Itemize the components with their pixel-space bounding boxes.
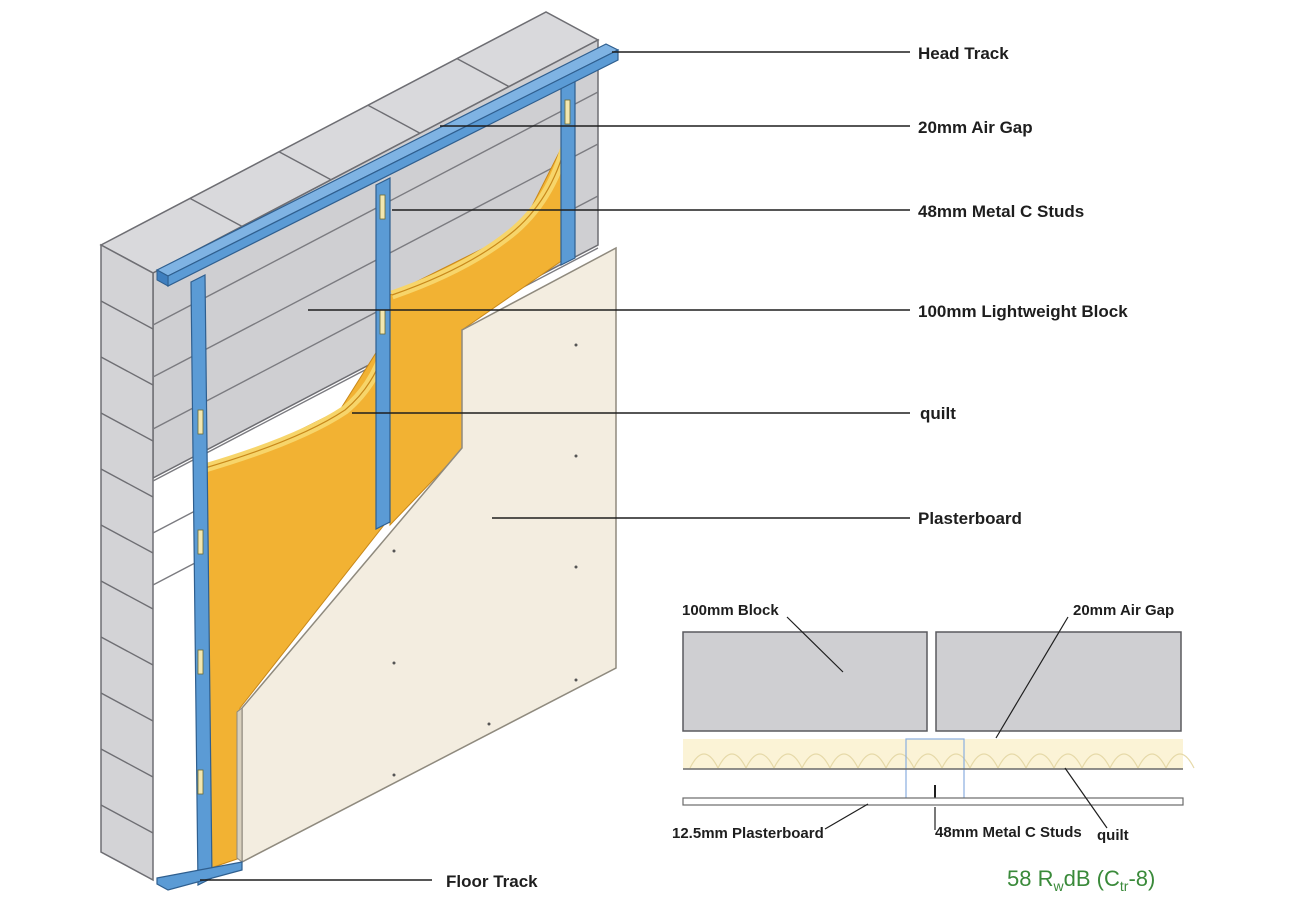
rating-tr: tr bbox=[1120, 878, 1129, 894]
section-label-quilt: quilt bbox=[1097, 827, 1129, 844]
rating-ctr: -8) bbox=[1128, 866, 1155, 891]
label-metal-studs: 48mm Metal C Studs bbox=[918, 202, 1084, 221]
rating-db: dB (C bbox=[1064, 866, 1120, 891]
rating-r: R bbox=[1038, 866, 1054, 891]
label-floor-track: Floor Track bbox=[446, 872, 538, 891]
section-label-studs: 48mm Metal C Studs bbox=[935, 824, 1082, 841]
head-track-lip bbox=[156, 269, 169, 287]
label-head-track: Head Track bbox=[918, 44, 1009, 63]
metal-studs bbox=[190, 77, 576, 886]
section-block-left bbox=[682, 631, 928, 732]
label-plasterboard: Plasterboard bbox=[918, 509, 1022, 528]
label-lightweight-block: 100mm Lightweight Block bbox=[918, 302, 1128, 321]
plasterboard-edge bbox=[236, 706, 243, 864]
acoustic-rating: 58 RwdB (Ctr-8) bbox=[1007, 866, 1155, 894]
label-quilt: quilt bbox=[920, 404, 956, 423]
section-detail: 100mm Block 20mm Air Gap 12.5mm Plasterb… bbox=[672, 602, 1195, 844]
screw-dots bbox=[392, 343, 578, 777]
label-air-gap: 20mm Air Gap bbox=[918, 118, 1033, 137]
stud-middle bbox=[375, 177, 391, 530]
rating-value: 58 bbox=[1007, 866, 1031, 891]
section-label-air-gap: 20mm Air Gap bbox=[1073, 602, 1174, 619]
section-block-right bbox=[935, 631, 1182, 732]
quilt-edge-left-line bbox=[204, 344, 387, 469]
section-label-plasterboard: 12.5mm Plasterboard bbox=[672, 825, 824, 842]
rating-w: w bbox=[1053, 878, 1065, 894]
quilt-edge-right-line bbox=[391, 134, 569, 296]
wall-end-face bbox=[100, 243, 154, 882]
quilt-insulation bbox=[203, 134, 573, 871]
leader-lines bbox=[200, 51, 910, 881]
section-label-block: 100mm Block bbox=[682, 602, 779, 619]
section-plasterboard bbox=[682, 797, 1184, 806]
section-quilt bbox=[683, 739, 1183, 769]
